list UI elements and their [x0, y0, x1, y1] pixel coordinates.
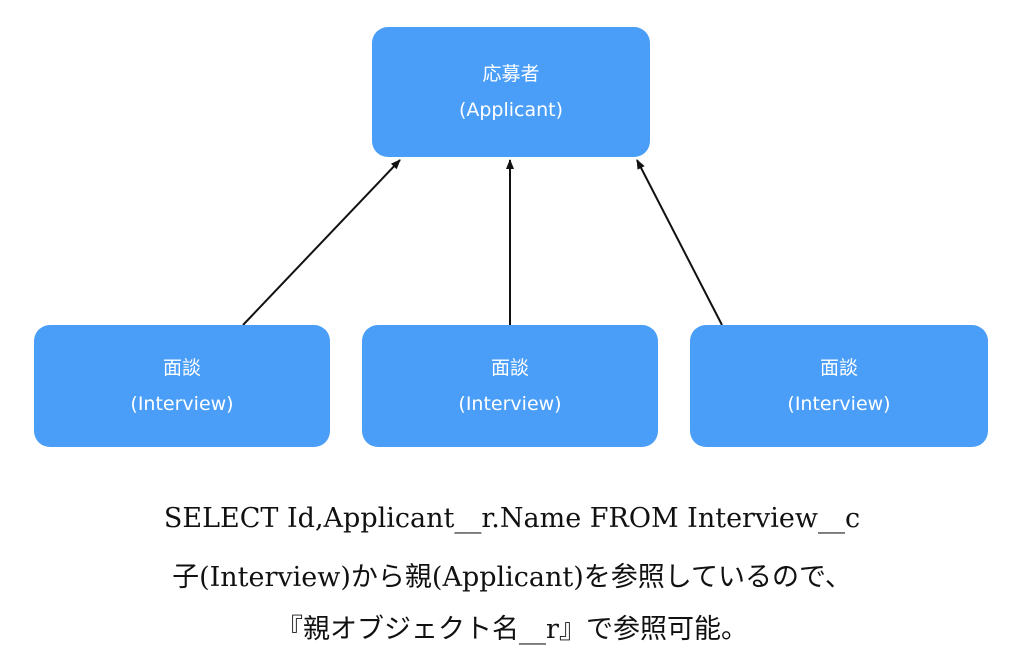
caption-query-line: SELECT Id,Applicant__r.Name FROM Intervi…	[163, 503, 861, 534]
node-interview-1: 面談 (Interview)	[34, 325, 330, 447]
node-interview-3: 面談 (Interview)	[690, 325, 988, 447]
node-applicant: 応募者 (Applicant)	[372, 27, 650, 157]
node-subtitle: (Interview)	[130, 393, 234, 415]
node-title: 面談	[819, 357, 858, 379]
node-title: 応募者	[482, 63, 540, 85]
edge-child-3-to-parent	[636, 159, 723, 326]
node-interview-2: 面談 (Interview)	[362, 325, 658, 447]
node-title: 面談	[162, 357, 201, 379]
caption-rule-line: 『親オブジェクト名__r』で参照可能。	[276, 614, 748, 645]
node-subtitle: (Applicant)	[458, 99, 564, 121]
edge-child-1-to-parent	[242, 159, 401, 326]
node-subtitle: (Interview)	[787, 393, 891, 415]
caption-explanation-line: 子(Interview)から親(Applicant)を参照しているので、	[172, 562, 852, 593]
node-subtitle: (Interview)	[458, 393, 562, 415]
node-title: 面談	[490, 357, 529, 379]
